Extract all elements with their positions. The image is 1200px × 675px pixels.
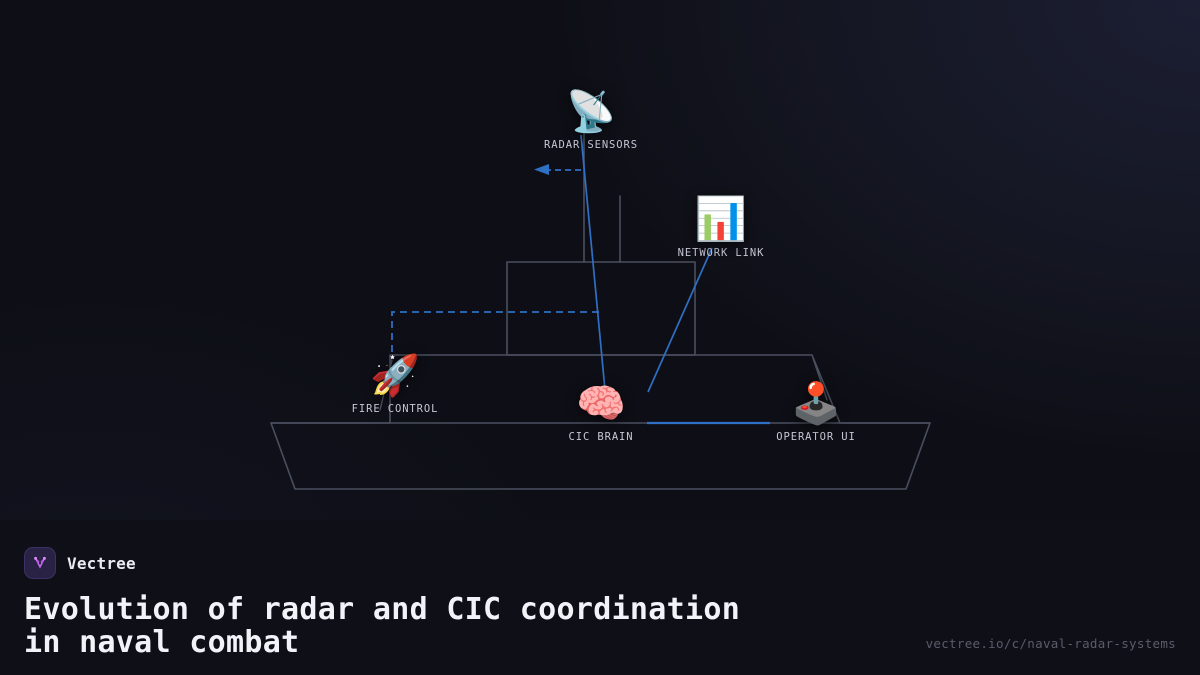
- brand: Vectree: [24, 546, 1176, 580]
- bar-chart-icon: 📊: [694, 194, 748, 243]
- stem-operator-ui: [812, 357, 828, 401]
- vectree-logo-icon: [24, 547, 56, 579]
- node-label-radar-sensors: RADAR SENSORS: [544, 139, 638, 151]
- link-arrowhead-icon: [534, 164, 549, 175]
- node-label-fire-control: FIRE CONTROL: [351, 403, 439, 415]
- node-network-link[interactable]: 📊 NETWORK LINK: [677, 194, 765, 260]
- rocket-icon: 🚀: [370, 353, 420, 399]
- node-stems: [379, 357, 828, 411]
- node-operator-ui[interactable]: 🕹️ OPERATOR UI: [776, 384, 855, 443]
- satellite-dish-icon: 📡: [566, 89, 616, 135]
- footer: Vectree Evolution of radar and CIC coord…: [0, 520, 1200, 675]
- source-url: vectree.io/c/naval-radar-systems: [925, 636, 1176, 651]
- signal-links: [391, 134, 770, 425]
- link-network-to-cic: [647, 247, 713, 393]
- stem-fire-control: [379, 359, 393, 411]
- page-title: Evolution of radar and CIC coordination …: [24, 592, 741, 660]
- brand-name: Vectree: [67, 553, 136, 573]
- node-label-operator-ui: OPERATOR UI: [776, 431, 856, 443]
- node-label-cic-brain: CIC BRAIN: [568, 431, 634, 443]
- node-label-network-link: NETWORK LINK: [677, 247, 765, 259]
- ship-diagram: 📡 RADAR SENSORS 📊 NETWORK LINK 🚀 FIRE CO…: [270, 92, 931, 490]
- node-fire-control[interactable]: 🚀 FIRE CONTROL: [352, 356, 439, 415]
- node-cic-brain[interactable]: 🧠 CIC BRAIN: [569, 384, 634, 443]
- brain-icon: 🧠: [576, 381, 626, 427]
- node-radar-sensors[interactable]: 📡 RADAR SENSORS: [544, 92, 638, 151]
- joystick-icon: 🕹️: [791, 381, 841, 427]
- link-radar-to-cic: [580, 134, 606, 391]
- diagram-svg: [270, 131, 931, 490]
- link-radar-to-fire-dashed: [391, 311, 599, 358]
